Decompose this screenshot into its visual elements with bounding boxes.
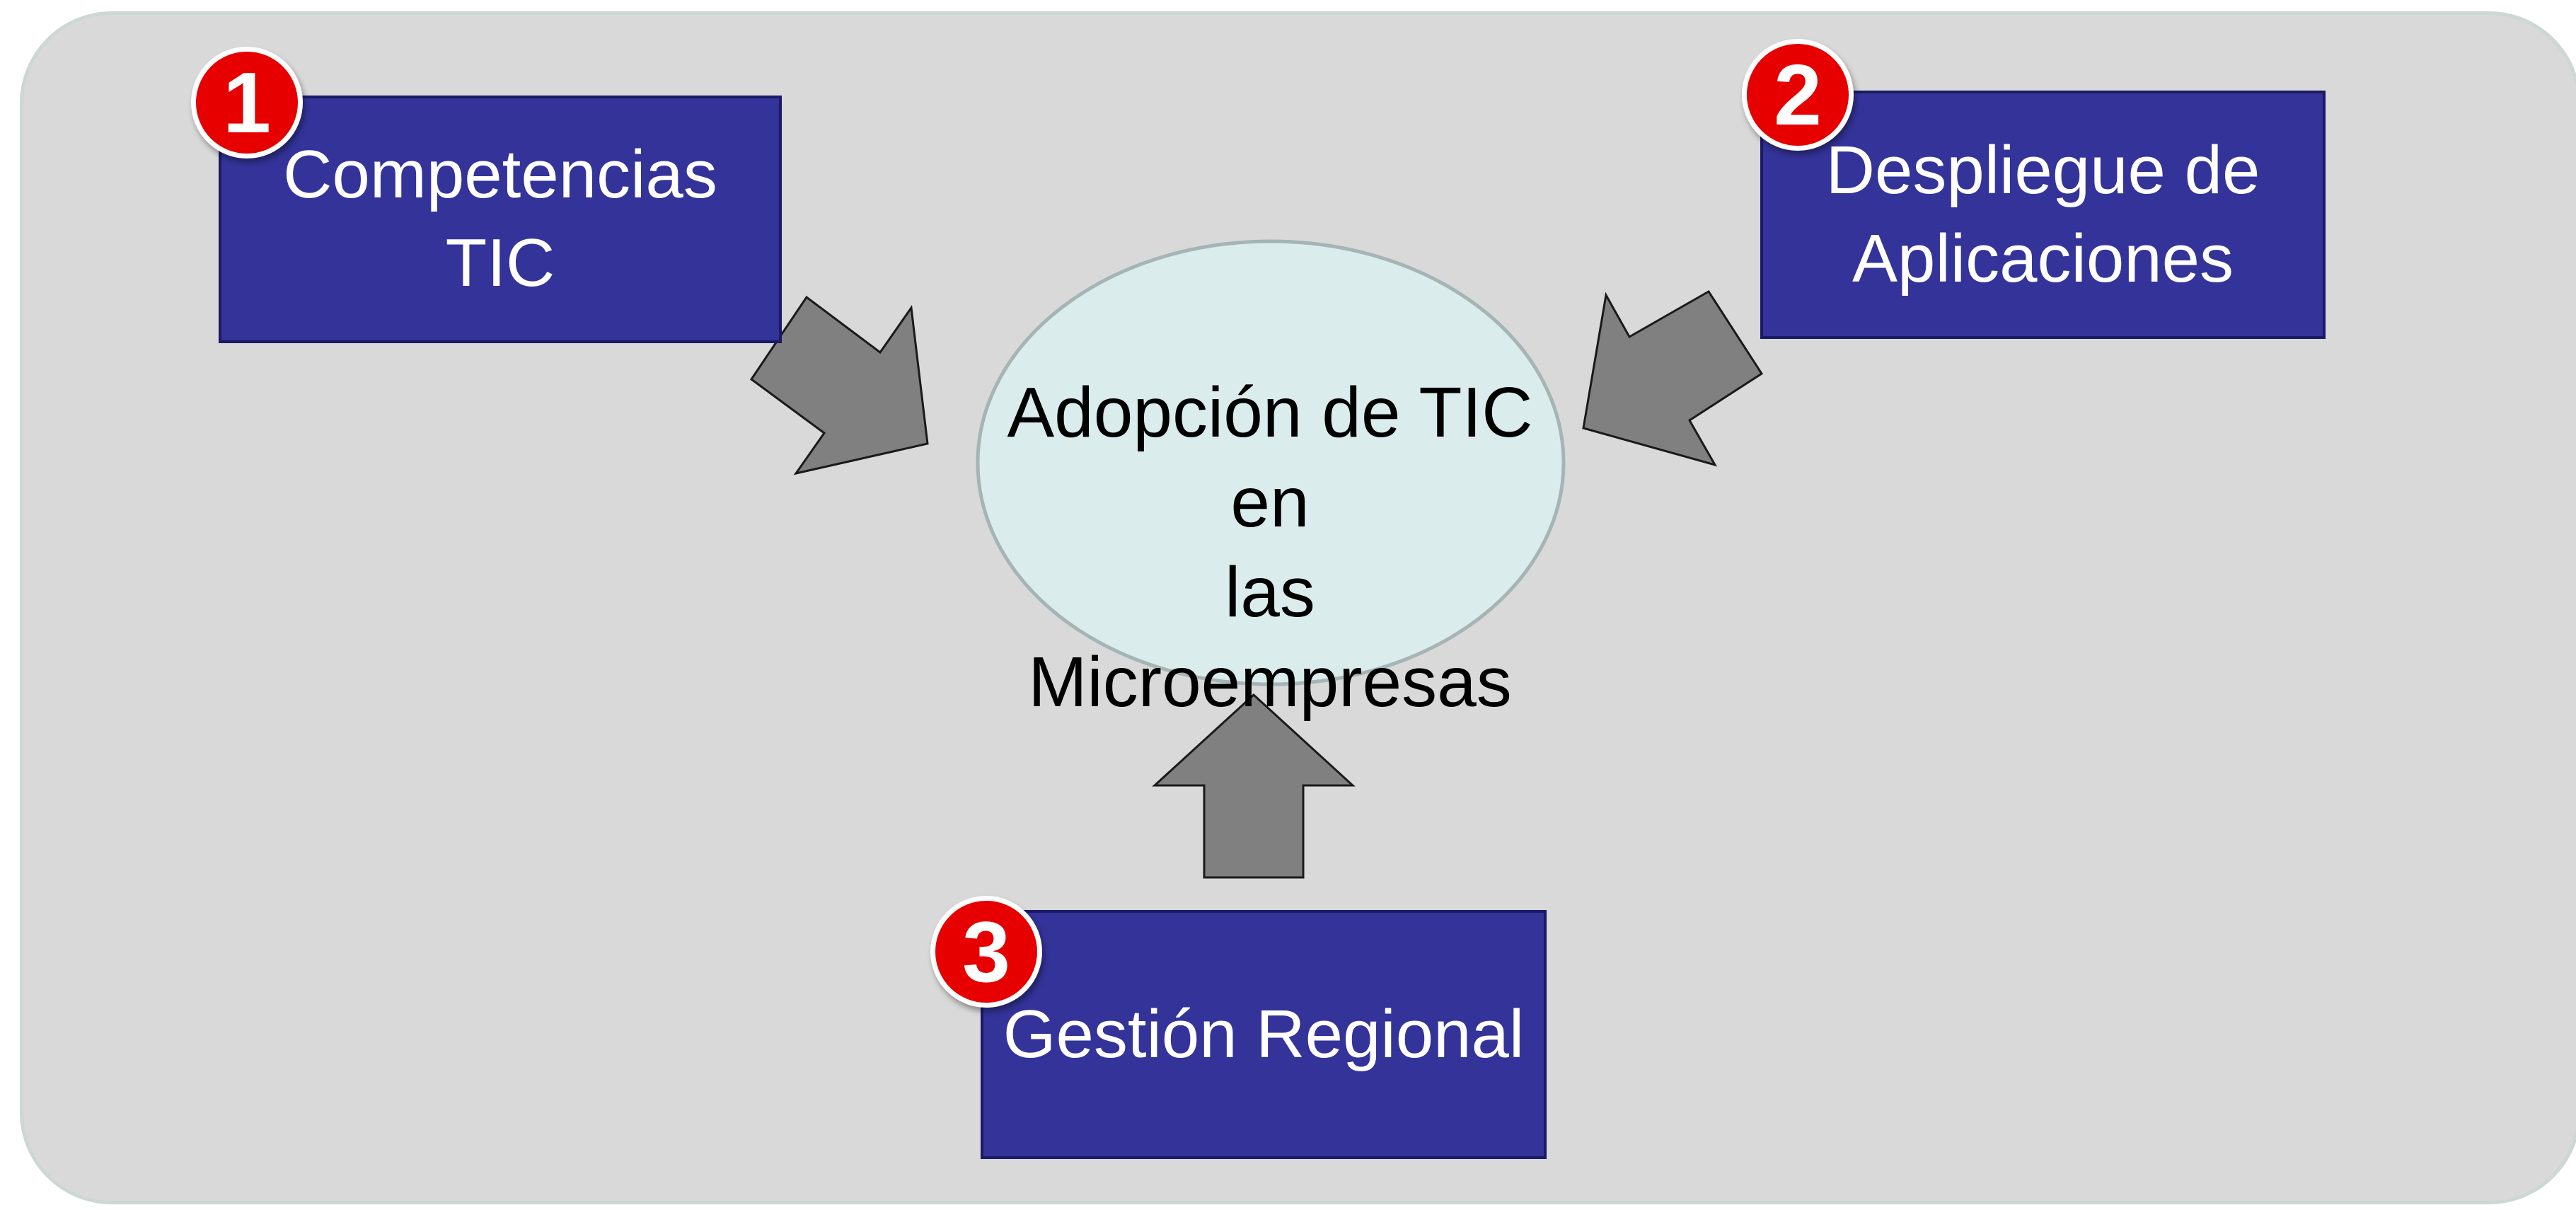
number-badge-2: 2 <box>1742 39 1854 151</box>
factor-1-label: Competencias TIC <box>283 137 717 301</box>
center-label-line-2: las Microempresas <box>1028 553 1512 722</box>
arrow-factor-1 <box>749 295 929 476</box>
factor-3-label: Gestión Regional <box>1003 996 1525 1072</box>
arrow-factor-3 <box>1152 693 1356 879</box>
factor-2-label-line-2: Aplicaciones <box>1852 220 2234 296</box>
center-label: Adopción de TIC en las Microempresas <box>976 368 1564 727</box>
number-badge-3: 3 <box>930 896 1042 1008</box>
factor-box-gestion: Gestión Regional <box>981 910 1547 1159</box>
factor-2-label-line-1: Despliegue de <box>1825 132 2260 208</box>
factor-box-despliegue: Despliegue de Aplicaciones <box>1760 91 2326 339</box>
center-ellipse <box>976 239 1566 686</box>
arrow-factor-2 <box>1582 289 1764 467</box>
number-badge-1: 1 <box>191 47 303 159</box>
factor-box-competencias: Competencias TIC <box>219 96 782 343</box>
center-label-line-1: Adopción de TIC en <box>1007 373 1533 542</box>
